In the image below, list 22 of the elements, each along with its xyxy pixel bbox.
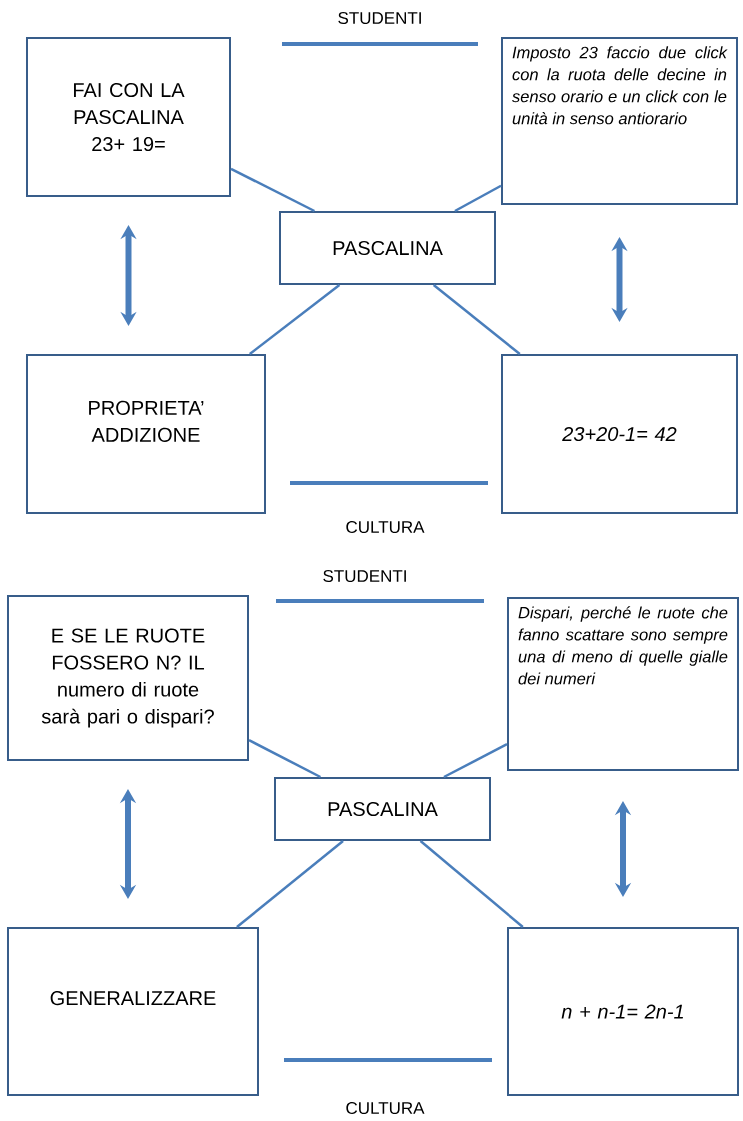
- concept-box: 23+20-1= 42: [501, 354, 738, 514]
- axis-label: STUDENTI: [323, 570, 406, 583]
- connector-line: [236, 840, 344, 928]
- concept-box: E SE LE RUOTE FOSSERO N? IL numero di ruote sarà pari o dispari?: [7, 595, 249, 761]
- concept-box: FAI CON LA PASCALINA 23+ 19=: [26, 37, 231, 197]
- connector-line: [230, 167, 315, 213]
- connector-line: [248, 739, 321, 779]
- connector-line: [249, 284, 341, 355]
- connector-line: [419, 840, 524, 928]
- concept-box: PROPRIETA’ ADDIZIONE: [26, 354, 266, 514]
- axis-label: STUDENTI: [338, 12, 421, 25]
- concept-box: GENERALIZZARE: [7, 927, 259, 1096]
- concept-box: Imposto 23 faccio due click con la ruota delle decine in senso orario e un click con le unità in senso antiorario: [501, 37, 738, 205]
- concept-box: Dispari, perché le ruote che fanno scattare sono sempre una di meno di quelle gialle dei numeri: [507, 597, 739, 771]
- center-box: PASCALINA: [279, 211, 496, 285]
- connector-line: [454, 184, 502, 213]
- axis-label: CULTURA: [346, 1102, 425, 1115]
- axis-label: CULTURA: [346, 521, 425, 534]
- concept-box: n + n-1= 2n-1: [507, 927, 739, 1096]
- connector-line: [443, 743, 508, 779]
- center-box: PASCALINA: [274, 777, 491, 841]
- connector-line: [432, 284, 521, 355]
